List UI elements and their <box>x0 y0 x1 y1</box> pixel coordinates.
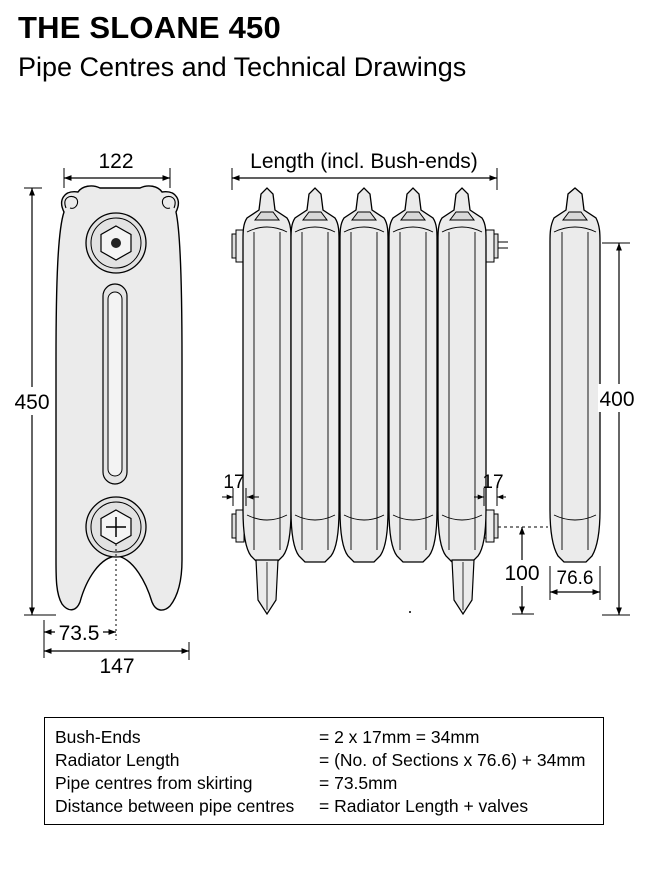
side-view <box>549 187 601 563</box>
spec-value: = 2 x 17mm = 34mm <box>319 727 480 747</box>
dim-side-bottom: 100 <box>504 562 539 585</box>
dim-pipe-centre-offset: 73.5 <box>59 622 100 645</box>
dim-base-width: 147 <box>99 655 134 678</box>
dim-height-total: 450 <box>14 391 49 414</box>
dim-section-width: 76.6 <box>557 568 594 589</box>
page-title: THE SLOANE 450 <box>18 10 281 45</box>
spec-label: Bush-Ends <box>55 727 141 747</box>
page-subtitle: Pipe Centres and Technical Drawings <box>18 52 467 82</box>
spec-value: = Radiator Length + valves <box>319 796 529 816</box>
spec-label: Pipe centres from skirting <box>55 773 253 793</box>
dim-bush-end-right: 17 <box>482 472 503 493</box>
spec-label: Distance between pipe centres <box>55 796 295 816</box>
spec-value: = 73.5mm <box>319 773 398 793</box>
end-view <box>55 185 183 640</box>
dim-length: Length (incl. Bush-ends) <box>250 150 478 173</box>
dim-bush-end-left: 17 <box>223 472 244 493</box>
spec-table: Bush-Ends = 2 x 17mm = 34mm Radiator Len… <box>44 717 604 825</box>
front-elevation <box>231 187 508 616</box>
dim-side-height: 400 <box>599 388 634 411</box>
dim-top-width: 122 <box>98 150 133 173</box>
spec-label: Radiator Length <box>55 750 180 770</box>
spec-value: = (No. of Sections x 76.6) + 34mm <box>319 750 586 770</box>
